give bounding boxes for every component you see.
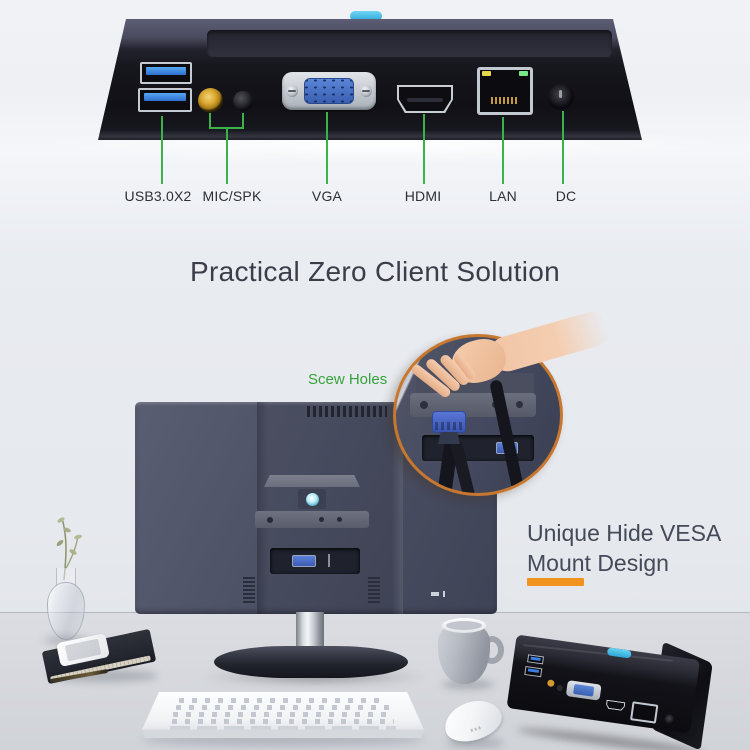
monitor-port-recess xyxy=(270,548,360,574)
port-label-mic-spk: MIC/SPK xyxy=(202,188,262,204)
vesa-led-housing xyxy=(298,489,326,509)
keyboard-front-edge xyxy=(142,729,424,738)
usb-port-1 xyxy=(140,62,192,84)
vga-dsub-blue xyxy=(304,78,354,104)
callout-line-vga xyxy=(326,112,328,184)
mini-vga-blue xyxy=(573,683,595,697)
mouse-detail xyxy=(470,725,483,733)
inset-mount-bar xyxy=(410,393,536,417)
port-label-lan: LAN xyxy=(489,188,517,204)
cup-interior xyxy=(446,621,482,630)
keyboard-keys-row xyxy=(175,705,391,710)
monitor-stand-base xyxy=(214,646,408,678)
vesa-led xyxy=(306,493,319,506)
cup xyxy=(438,618,504,692)
recess-mark xyxy=(328,554,330,567)
screw-hole xyxy=(319,517,324,522)
mini-mic-jack xyxy=(546,679,555,688)
vesa-bar xyxy=(255,511,369,528)
caption-underline xyxy=(527,578,584,586)
hdmi-port xyxy=(397,85,453,113)
device-ridge xyxy=(523,644,673,662)
usb-port-2 xyxy=(138,88,192,112)
monitor-vent-left xyxy=(243,577,255,603)
vga-screw-right xyxy=(360,85,372,97)
lan-led-green xyxy=(519,71,528,76)
cup-shadow xyxy=(442,680,494,689)
notebook-stack xyxy=(41,628,164,690)
keyboard xyxy=(142,692,424,748)
vga-port xyxy=(282,72,376,110)
dc-jack xyxy=(548,84,574,110)
keyboard-top xyxy=(142,692,424,730)
monitor-vent-strip xyxy=(307,406,387,417)
monitor-vent-right xyxy=(368,577,380,603)
mouse-shadow xyxy=(446,738,504,748)
pointing-hand xyxy=(392,307,632,433)
monitor-vga-port xyxy=(292,555,316,567)
lan-pins xyxy=(491,97,519,104)
callout-line-micspk xyxy=(226,128,228,184)
mini-hdmi-inner xyxy=(607,701,625,710)
vesa-caption-line1: Unique Hide VESA xyxy=(527,520,722,546)
mini-lan-port xyxy=(630,701,659,724)
spk-jack xyxy=(233,91,253,111)
callout-stub-mic xyxy=(209,113,211,128)
connector-ridges xyxy=(435,422,463,430)
lan-port xyxy=(477,67,533,115)
vase-with-plant xyxy=(36,510,100,645)
callout-line-usb xyxy=(161,116,163,184)
mini-usb-2 xyxy=(524,666,543,678)
vesa-caption: Unique Hide VESA Mount Design xyxy=(527,518,721,578)
mini-vga-port xyxy=(565,680,602,701)
connector-backshell xyxy=(438,432,460,444)
screw-hole xyxy=(267,517,273,523)
dc-pin xyxy=(559,90,562,98)
keyboard-keys-row xyxy=(173,712,393,717)
callout-line-lan xyxy=(502,117,504,184)
keyboard-keys-row xyxy=(178,698,388,703)
device-angle-photo xyxy=(506,634,723,750)
usb-tongue xyxy=(144,93,186,101)
port-label-hdmi: HDMI xyxy=(404,188,442,204)
keyboard-space-row xyxy=(170,726,396,730)
callout-stub-spk xyxy=(242,113,244,128)
usb-tongue xyxy=(527,668,540,673)
vase-neck xyxy=(56,568,76,586)
mouse xyxy=(439,693,510,750)
device-top-recess xyxy=(207,30,612,57)
inset-screw-hole xyxy=(516,401,523,408)
screw-hole xyxy=(337,517,342,522)
port-label-usb: USB3.0X2 xyxy=(124,188,192,204)
vga-screw-left xyxy=(286,85,298,97)
usb-tongue xyxy=(146,67,186,75)
monitor-center-column xyxy=(257,402,403,614)
callout-line-hdmi xyxy=(423,114,425,184)
usb-tongue xyxy=(530,656,541,662)
mini-dc-jack xyxy=(663,713,676,726)
monitor-label-mark xyxy=(431,592,439,596)
inset-vga-connector xyxy=(432,411,466,433)
vesa-block-top xyxy=(264,475,360,487)
vase-body xyxy=(47,582,85,640)
lan-led-yellow xyxy=(482,71,491,76)
mini-usb-1 xyxy=(527,654,545,665)
screw-holes-label: Scew Holes xyxy=(308,371,388,388)
port-label-dc: DC xyxy=(555,188,577,204)
mini-spk-jack xyxy=(556,684,564,692)
mic-jack-yellow xyxy=(198,88,223,113)
monitor-label-mark xyxy=(443,591,445,597)
hdmi-slot xyxy=(407,98,443,102)
inset-screw-hole xyxy=(420,401,428,409)
cup-rim xyxy=(442,618,486,633)
mini-hdmi-port xyxy=(605,700,625,712)
port-label-vga: VGA xyxy=(311,188,343,204)
power-button-blue xyxy=(350,11,382,21)
keyboard-keys-row xyxy=(171,719,395,724)
page-title: Practical Zero Client Solution xyxy=(189,256,561,287)
vesa-caption-line2: Mount Design xyxy=(527,550,669,576)
phone-screen xyxy=(64,638,102,662)
callout-line-dc xyxy=(562,111,564,184)
mini-power-button-blue xyxy=(606,647,632,659)
